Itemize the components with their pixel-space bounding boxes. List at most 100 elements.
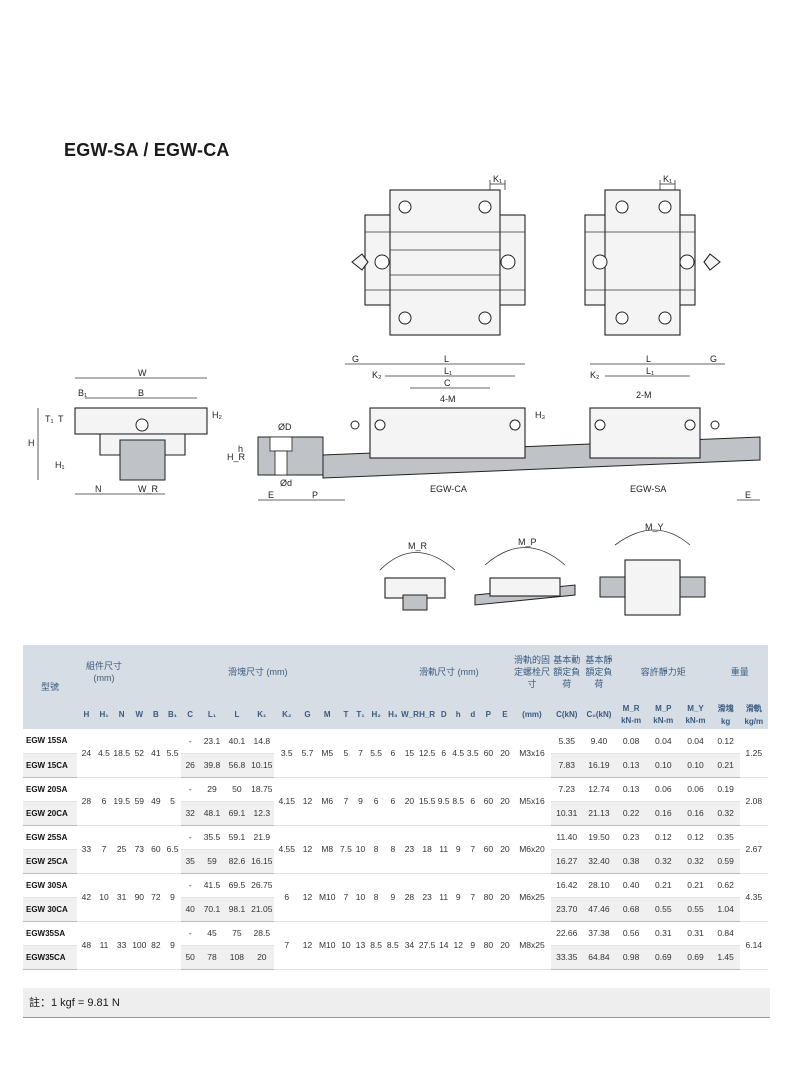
subheader-7: L₁ <box>199 699 225 729</box>
cell-block-kg: 0.12 <box>711 729 740 754</box>
caption-egw-sa: EGW-SA <box>630 484 666 494</box>
cell-L1: 48.1 <box>199 801 225 826</box>
dim-e-right: E <box>745 490 751 500</box>
cell-h: 12 <box>450 921 466 970</box>
cell-MP: 0.04 <box>647 729 680 754</box>
cell-MR: 0.23 <box>615 825 648 850</box>
dim-g-left: G <box>352 354 359 364</box>
cell-C0: 12.74 <box>582 777 616 802</box>
cell-C: 35 <box>180 849 200 874</box>
cell-B: 72 <box>147 873 165 922</box>
cell-block-kg: 0.32 <box>711 801 740 826</box>
cell-H3: 9 <box>384 873 402 922</box>
cell-bolt: M5x16 <box>513 777 551 826</box>
subheader-22: P <box>480 699 497 729</box>
dim-b: B <box>138 388 144 398</box>
cell-Cdyn: 10.31 <box>550 801 583 826</box>
cell-D: 11 <box>436 873 451 922</box>
cell-H1: 6 <box>95 777 113 826</box>
subheader-1: H₁ <box>95 699 113 729</box>
cell-rail-kg: 1.25 <box>739 729 768 778</box>
model-cell: EGW 25SA <box>23 825 77 850</box>
cell-MP: 0.06 <box>647 777 680 802</box>
cell-HR: 23 <box>417 873 437 922</box>
cell-T: 7 <box>338 777 354 826</box>
cell-MP: 0.21 <box>647 873 680 898</box>
cell-K1: 26.75 <box>249 873 275 898</box>
cell-H2: 8.5 <box>367 921 385 970</box>
header-weight: 重量 <box>711 645 768 699</box>
cell-MR: 0.40 <box>615 873 648 898</box>
dim-t1: T₁ <box>45 414 54 424</box>
cell-W: 73 <box>131 825 148 874</box>
model-cell: EGW 25CA <box>23 849 77 874</box>
cell-L1: 59 <box>199 849 225 874</box>
cell-L1: 39.8 <box>199 753 225 778</box>
header-block: 滑塊尺寸 (mm) <box>131 645 385 699</box>
cell-MY: 0.21 <box>679 873 712 898</box>
cell-H3: 6 <box>384 777 402 826</box>
cell-G: 12 <box>299 825 316 874</box>
subheader-13: T <box>338 699 354 729</box>
cell-Cdyn: 7.23 <box>550 777 583 802</box>
cell-H: 48 <box>77 921 96 970</box>
subheader-23: E <box>496 699 514 729</box>
cell-block-kg: 1.04 <box>711 897 740 922</box>
header-rail: 滑軌尺寸 (mm) <box>384 645 514 699</box>
cell-P: 60 <box>480 777 497 826</box>
cell-MY: 0.69 <box>679 945 712 970</box>
subheader-12: M <box>315 699 339 729</box>
cell-Cdyn: 33.35 <box>550 945 583 970</box>
cell-rail-kg: 2.08 <box>739 777 768 826</box>
page-title: EGW-SA / EGW-CA <box>64 140 230 160</box>
top-view-sa: K₁ <box>584 174 721 336</box>
cell-H3: 6 <box>384 729 402 778</box>
cell-MP: 0.16 <box>647 801 680 826</box>
cell-Cdyn: 22.66 <box>550 921 583 946</box>
subheader-17: W_R <box>401 699 419 729</box>
cell-T1: 9 <box>353 777 368 826</box>
model-cell: EGW 30CA <box>23 897 77 922</box>
model-cell: EGW 20SA <box>23 777 77 802</box>
subheader-15: H₂ <box>367 699 385 729</box>
dim-l1-right: L₁ <box>646 366 654 376</box>
cell-MR: 0.08 <box>615 729 648 754</box>
dim-l-left: L <box>444 354 449 364</box>
dim-b1: B₁ <box>78 388 87 398</box>
cell-E: 20 <box>496 825 514 874</box>
cell-Cdyn: 11.40 <box>550 825 583 850</box>
cell-WR: 34 <box>401 921 418 970</box>
dim-2m: 2-M <box>636 390 652 400</box>
subheader-14: T₁ <box>353 699 368 729</box>
subheader-4: B <box>147 699 165 729</box>
subheader-11: G <box>299 699 316 729</box>
subheader-25: C(kN) <box>550 699 583 729</box>
subheader-19: D <box>436 699 451 729</box>
cell-W: 52 <box>131 729 148 778</box>
cell-E: 20 <box>496 921 514 970</box>
cell-block-kg: 0.21 <box>711 753 740 778</box>
cell-WR: 15 <box>401 729 418 778</box>
cell-L: 82.6 <box>224 849 250 874</box>
model-cell: EGW 15CA <box>23 753 77 778</box>
model-cell: EGW 30SA <box>23 873 77 898</box>
cell-T1: 10 <box>353 825 368 874</box>
cell-L: 50 <box>224 777 250 802</box>
subheader-26: C₀(kN) <box>582 699 616 729</box>
cell-B1: 5 <box>164 777 181 826</box>
cell-C: 50 <box>180 945 200 970</box>
cell-K1: 16.15 <box>249 849 275 874</box>
cell-MY: 0.10 <box>679 753 712 778</box>
cell-Cdyn: 7.83 <box>550 753 583 778</box>
moment-mr: M_R <box>379 541 456 611</box>
dim-small-d: Ød <box>280 478 292 488</box>
cell-C: 26 <box>180 753 200 778</box>
cell-L1: 23.1 <box>199 729 225 754</box>
front-view: W B B₁ T₁ T H₂ H H₁ N W_R <box>28 368 222 495</box>
cell-block-kg: 0.35 <box>711 825 740 850</box>
cell-C: - <box>180 729 200 754</box>
model-cell: EGW35SA <box>23 921 77 946</box>
